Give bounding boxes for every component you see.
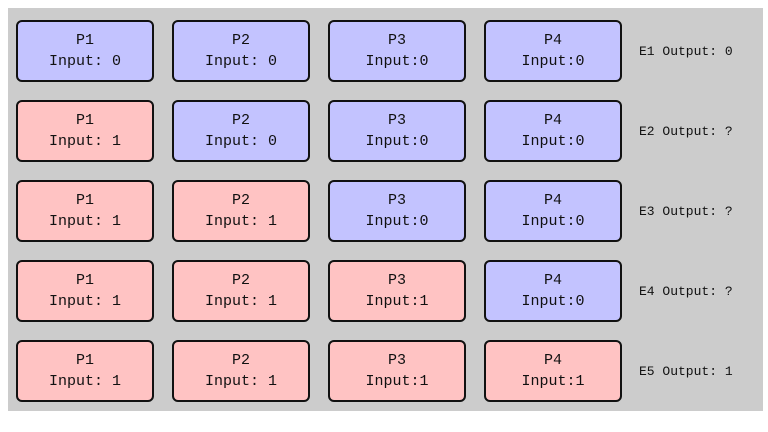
process-input: Input:0	[365, 53, 429, 70]
process-box-p2: P2 Input: 0	[172, 100, 310, 162]
execution-row-e1: P1 Input: 0 P2 Input: 0 P3 Input:0 P4 In…	[8, 20, 763, 82]
process-name: P3	[387, 112, 406, 129]
process-name: P2	[231, 352, 250, 369]
process-input: Input:0	[365, 213, 429, 230]
process-name: P3	[387, 32, 406, 49]
process-name: P2	[231, 32, 250, 49]
process-input: Input: 1	[204, 213, 277, 230]
execution-output: E5 Output: 1	[639, 363, 733, 379]
process-box-p2: P2 Input: 1	[172, 180, 310, 242]
process-input: Input:0	[365, 133, 429, 150]
process-box-p4: P4 Input:0	[484, 260, 622, 322]
process-input: Input:0	[521, 53, 585, 70]
execution-output: E4 Output: ?	[639, 283, 733, 299]
process-input: Input: 0	[204, 133, 277, 150]
process-box-p3: P3 Input:0	[328, 20, 466, 82]
process-box-p3: P3 Input:1	[328, 260, 466, 322]
process-input: Input: 1	[48, 133, 121, 150]
process-input: Input: 0	[204, 53, 277, 70]
process-name: P2	[231, 192, 250, 209]
process-box-p1: P1 Input: 1	[16, 100, 154, 162]
process-name: P4	[543, 192, 562, 209]
process-input: Input: 1	[204, 293, 277, 310]
execution-row-e4: P1 Input: 1 P2 Input: 1 P3 Input:1 P4 In…	[8, 260, 763, 322]
process-box-p4: P4 Input:0	[484, 180, 622, 242]
process-box-p1: P1 Input: 1	[16, 180, 154, 242]
process-input: Input:0	[521, 213, 585, 230]
process-name: P2	[231, 272, 250, 289]
process-input: Input: 1	[48, 373, 121, 390]
process-name: P4	[543, 272, 562, 289]
process-box-p4: P4 Input:1	[484, 340, 622, 402]
process-name: P3	[387, 192, 406, 209]
execution-output: E1 Output: 0	[639, 43, 733, 59]
process-input: Input:0	[521, 133, 585, 150]
process-input: Input:0	[521, 293, 585, 310]
process-input: Input:1	[365, 373, 429, 390]
process-box-p3: P3 Input:0	[328, 180, 466, 242]
process-name: P2	[231, 112, 250, 129]
process-box-p3: P3 Input:1	[328, 340, 466, 402]
process-box-p4: P4 Input:0	[484, 100, 622, 162]
process-box-p1: P1 Input: 0	[16, 20, 154, 82]
execution-row-e5: P1 Input: 1 P2 Input: 1 P3 Input:1 P4 In…	[8, 340, 763, 402]
process-box-p2: P2 Input: 0	[172, 20, 310, 82]
process-box-p2: P2 Input: 1	[172, 260, 310, 322]
process-box-p1: P1 Input: 1	[16, 260, 154, 322]
process-name: P3	[387, 352, 406, 369]
process-input: Input: 1	[48, 293, 121, 310]
process-name: P4	[543, 112, 562, 129]
process-box-p3: P3 Input:0	[328, 100, 466, 162]
process-input: Input:1	[521, 373, 585, 390]
process-name: P1	[75, 32, 94, 49]
process-box-p4: P4 Input:0	[484, 20, 622, 82]
process-name: P1	[75, 352, 94, 369]
process-input: Input: 1	[48, 213, 121, 230]
execution-row-e2: P1 Input: 1 P2 Input: 0 P3 Input:0 P4 In…	[8, 100, 763, 162]
process-name: P4	[543, 352, 562, 369]
process-name: P1	[75, 192, 94, 209]
execution-output: E2 Output: ?	[639, 123, 733, 139]
process-input: Input: 0	[48, 53, 121, 70]
process-name: P1	[75, 112, 94, 129]
process-box-p2: P2 Input: 1	[172, 340, 310, 402]
execution-row-e3: P1 Input: 1 P2 Input: 1 P3 Input:0 P4 In…	[8, 180, 763, 242]
process-name: P3	[387, 272, 406, 289]
process-name: P4	[543, 32, 562, 49]
process-name: P1	[75, 272, 94, 289]
process-input: Input:1	[365, 293, 429, 310]
execution-output: E3 Output: ?	[639, 203, 733, 219]
process-input: Input: 1	[204, 373, 277, 390]
process-box-p1: P1 Input: 1	[16, 340, 154, 402]
diagram-panel: P1 Input: 0 P2 Input: 0 P3 Input:0 P4 In…	[8, 8, 763, 411]
